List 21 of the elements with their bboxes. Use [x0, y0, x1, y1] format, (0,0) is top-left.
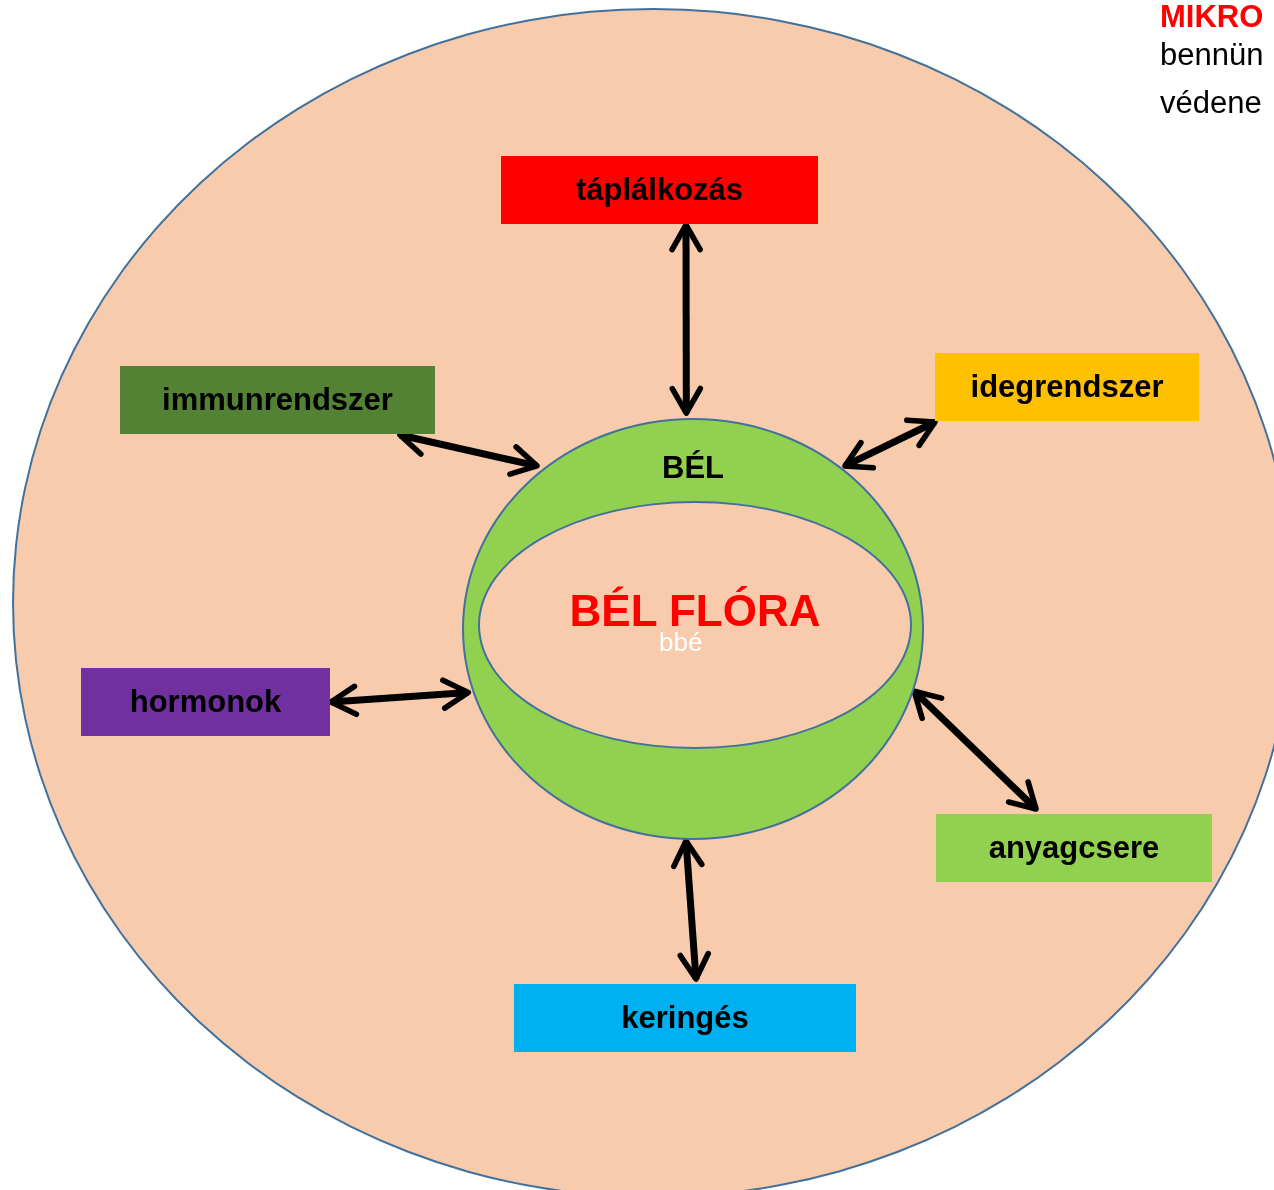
topic-box	[514, 984, 856, 1052]
intestine-label: BÉL	[662, 450, 724, 486]
topic-box	[935, 353, 1199, 421]
heading-text: MIKRO	[1160, 0, 1264, 35]
topic-box	[120, 366, 435, 434]
topic-label: táplálkozás	[575, 172, 744, 208]
note-text: védene	[1160, 86, 1262, 121]
topic-label: anyagcsere	[988, 830, 1160, 866]
double-arrow	[842, 417, 938, 471]
double-arrow	[911, 688, 1039, 812]
topic-box	[81, 668, 330, 736]
double-arrow	[328, 677, 472, 718]
topic-box	[501, 156, 818, 224]
double-arrow	[669, 222, 704, 416]
topic-label: immunrendszer	[162, 382, 393, 418]
topic-box	[936, 814, 1212, 882]
double-arrow	[671, 838, 711, 982]
topic-label: keringés	[621, 1000, 749, 1036]
note-text: bennün	[1160, 38, 1264, 73]
topic-label: idegrendszer	[970, 369, 1164, 405]
topic-label: hormonok	[129, 684, 282, 720]
